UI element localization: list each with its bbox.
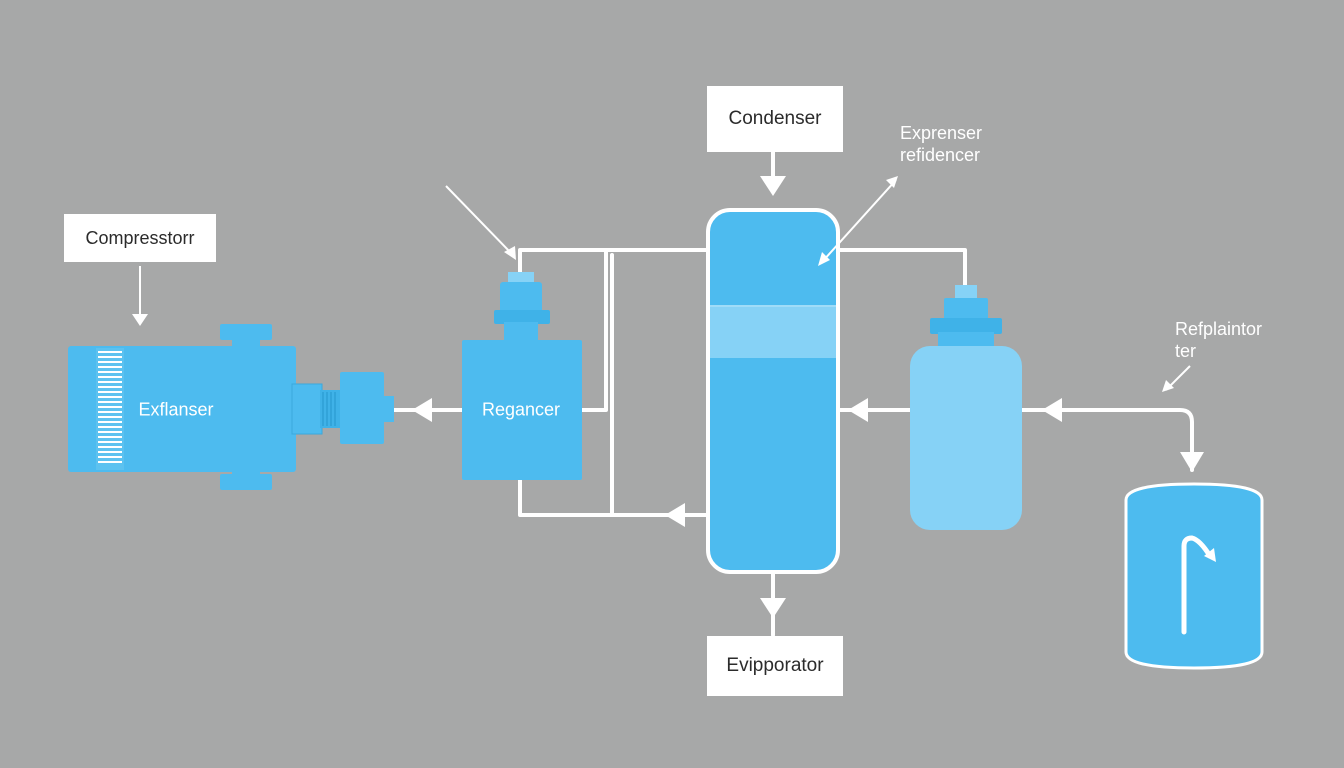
annotation-pointers xyxy=(132,176,1191,392)
expenser-label-line-2: refidencer xyxy=(900,145,981,165)
tank-shoulder xyxy=(938,332,994,350)
regancer-unit xyxy=(462,272,582,480)
triangle-arrow-icon xyxy=(1180,452,1204,472)
tank-body xyxy=(910,346,1022,530)
reservoir-body xyxy=(1124,482,1264,670)
expenser-label-line-1: Exprenser xyxy=(900,123,983,143)
receiver-tank xyxy=(910,285,1022,530)
exflanser-top-flange xyxy=(220,324,272,340)
regancer-neck xyxy=(500,282,542,314)
triangle-arrow-icon xyxy=(886,176,898,188)
regancer-body xyxy=(462,340,582,480)
refplaintor-label: Refplaintor ter xyxy=(1175,318,1262,362)
pipe-regancer-top xyxy=(518,248,710,274)
triangle-arrow-icon xyxy=(818,252,830,266)
exflanser-bottom-flange xyxy=(220,474,272,490)
regancer-label: Regancer xyxy=(481,399,561,420)
tank-cap xyxy=(955,285,977,299)
triangle-arrow-icon xyxy=(1042,398,1062,422)
column-body xyxy=(706,208,840,574)
triangle-arrow-icon xyxy=(848,398,868,422)
pipe-left-vertical xyxy=(610,253,710,517)
flow-arrows xyxy=(412,176,1204,618)
triangle-arrow-icon xyxy=(504,246,516,260)
exflanser-nozzle xyxy=(291,383,323,435)
vent-grille-icon xyxy=(96,348,124,470)
evaporator-label: Evipporator xyxy=(707,636,843,696)
refplaintor-label-line-2: ter xyxy=(1175,341,1197,361)
condenser-label: Condenser xyxy=(707,86,843,152)
triangle-arrow-icon xyxy=(412,398,432,422)
tank-collar xyxy=(930,318,1002,334)
triangle-arrow-icon xyxy=(760,598,786,618)
pipe-reservoir-to-tank xyxy=(1020,408,1194,472)
exflanser-body xyxy=(68,346,296,472)
exflanser-outlet-tip xyxy=(382,396,394,422)
expenser-pointer-line xyxy=(821,179,897,263)
triangle-arrow-icon xyxy=(760,176,786,196)
reservoir-dip-tube xyxy=(1181,535,1213,635)
exflanser-label: Exflanser xyxy=(138,399,214,420)
column-band xyxy=(710,306,836,358)
coupling-rings xyxy=(322,392,336,426)
pipe-regancer-right-loop xyxy=(580,248,608,412)
separator-column xyxy=(706,208,840,574)
refplaintor-label-line-1: Refplaintor xyxy=(1175,319,1263,339)
regancer-pointer-line xyxy=(445,185,511,253)
triangle-arrow-icon xyxy=(132,314,148,326)
reservoir xyxy=(1124,482,1264,670)
pipe-column-to-tank-top xyxy=(836,248,967,287)
regancer-cap xyxy=(508,272,534,284)
regancer-collar xyxy=(494,310,550,324)
tank-neck xyxy=(944,298,988,320)
exflanser-machine xyxy=(68,324,394,490)
triangle-arrow-icon xyxy=(665,503,685,527)
regancer-stem xyxy=(504,322,538,342)
vent-panel xyxy=(96,348,124,470)
expenser-label: Exprenser refidencer xyxy=(900,122,982,166)
triangle-arrow-icon xyxy=(1204,548,1216,562)
pipe-regancer-bottom xyxy=(518,478,614,517)
triangle-arrow-icon xyxy=(1162,380,1174,392)
compressor-label: Compresstorr xyxy=(64,214,216,262)
exflanser-outlet-flange xyxy=(340,372,384,444)
